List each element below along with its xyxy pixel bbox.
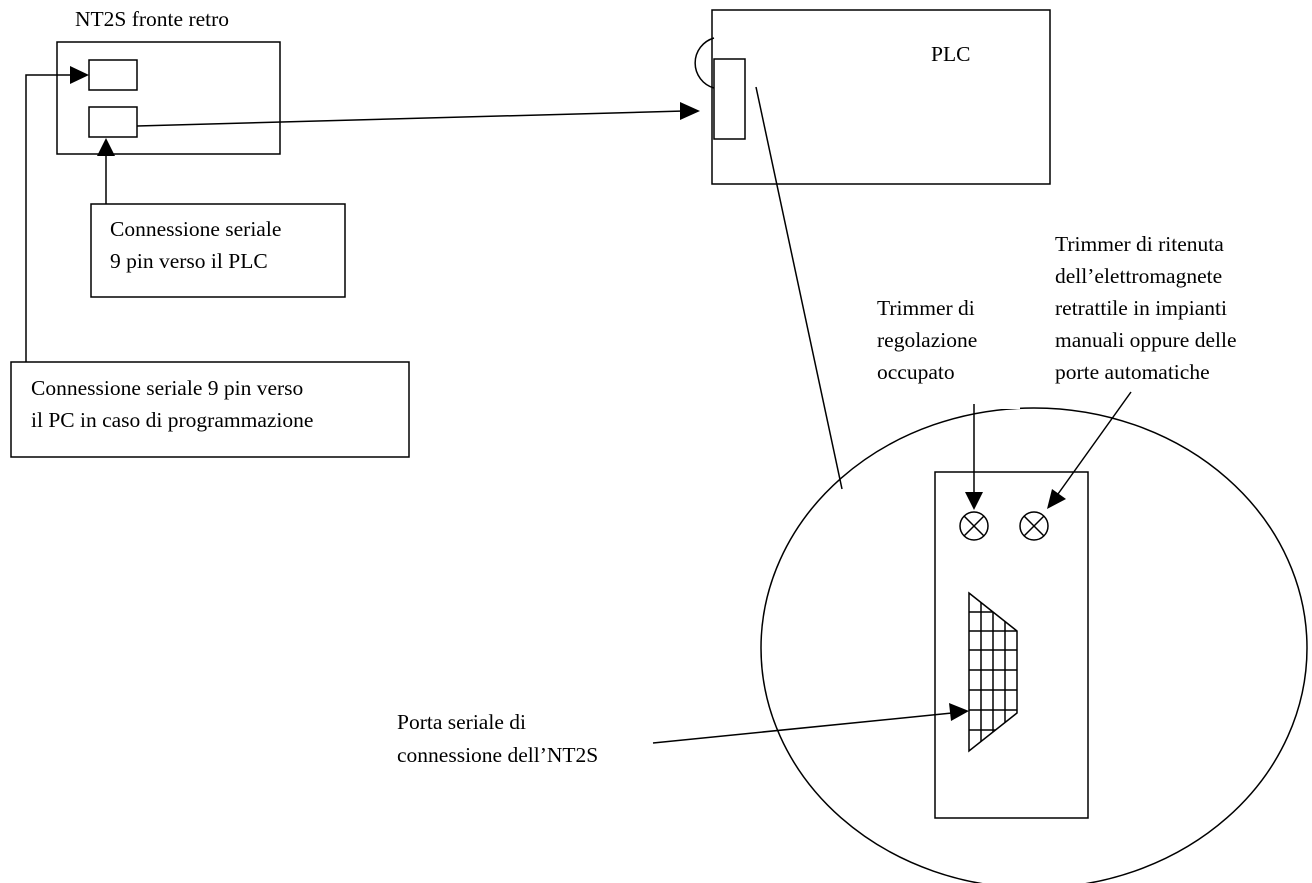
trimmer-hold-leader [1057, 391, 1132, 495]
plc-box [711, 9, 1051, 185]
detail-panel [934, 471, 1089, 819]
nt2s-to-plc-cable [136, 110, 685, 127]
serial-port-arrowhead [949, 703, 969, 721]
pc-serial-callout-text: Connessione seriale 9 pin verso il PC in… [31, 376, 313, 432]
serial-port-callout-text: Porta seriale di connessione dell’NT2S [397, 710, 598, 767]
trimmer-busy-text-mask [870, 387, 1020, 409]
pc-serial-callout-leader [25, 74, 72, 362]
trimmer-busy-arrowhead [965, 492, 983, 510]
nt2s-port-pc[interactable] [88, 59, 138, 91]
trimmer-hold-arrowhead [1047, 489, 1066, 509]
plc-serial-callout-arrowhead [97, 138, 115, 156]
zoom-line [755, 86, 843, 490]
nt2s-port-plc[interactable] [88, 106, 138, 138]
trimmer-busy-icon[interactable] [959, 511, 989, 541]
plc-title: PLC [931, 42, 970, 66]
plc-connector-bulge [694, 37, 715, 89]
plc-serial-callout-text: Connessione seriale 9 pin verso il PLC [110, 217, 287, 273]
trimmer-hold-callout-text: Trimmer di ritenuta dell’elettromagnete … [1055, 232, 1242, 384]
trimmer-hold-icon[interactable] [1019, 511, 1049, 541]
pc-serial-callout-box [10, 361, 410, 458]
nt2s-to-plc-arrowhead [680, 102, 700, 120]
plc-serial-callout-box [90, 203, 346, 298]
nt2s-title: NT2S fronte retro [75, 7, 229, 31]
detail-ellipse [760, 407, 1308, 883]
serial-port-leader [652, 712, 953, 744]
plc-serial-port[interactable] [713, 58, 746, 140]
pc-serial-callout-arrowhead [70, 66, 89, 84]
